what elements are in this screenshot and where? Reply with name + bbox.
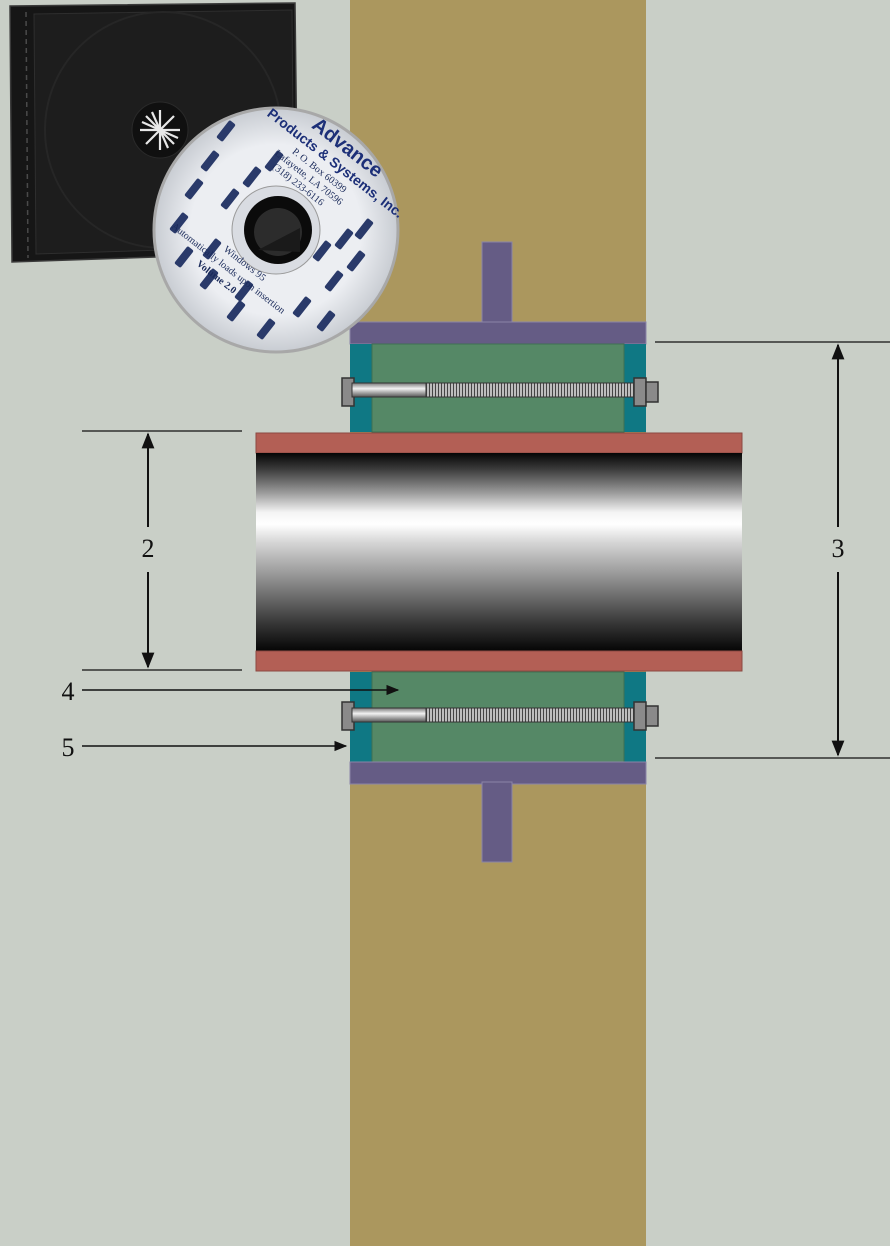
dimension-2-label: 2 — [142, 534, 155, 563]
callout-5-label: 5 — [62, 733, 75, 762]
pipe — [256, 453, 742, 651]
callout-4-label: 4 — [62, 677, 75, 706]
callout-5: 5 — [62, 733, 348, 762]
cd-disc: Advance Products & Systems, Inc. P. O. B… — [152, 105, 407, 354]
dimension-3: 3 — [655, 341, 890, 759]
upper-bolt — [341, 377, 659, 407]
lower-bolt — [341, 701, 659, 731]
dimension-3-label: 3 — [832, 534, 845, 563]
hub-icon — [140, 110, 180, 150]
callout-4: 4 — [62, 677, 400, 706]
sleeve-bottom — [255, 650, 743, 672]
lower-flange — [349, 761, 647, 863]
cd-figure-pattern — [169, 120, 374, 340]
dimension-2: 2 — [82, 430, 242, 671]
sleeve-top — [255, 432, 743, 454]
